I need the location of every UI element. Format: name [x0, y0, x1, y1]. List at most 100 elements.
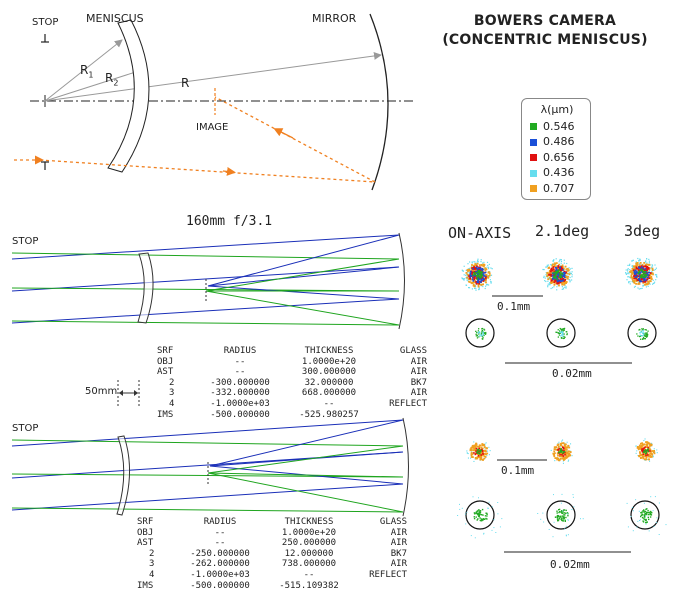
scale-label-lower: 0.1mm — [501, 464, 535, 477]
table-cell: -500.000000 — [210, 409, 270, 420]
table-cell: AIR — [410, 356, 427, 367]
table-cell: AIR — [390, 559, 407, 570]
spot-cluster — [635, 438, 658, 462]
table-cell: -1.0000e+03 — [210, 398, 270, 409]
scale-label-upper: 0.1mm — [497, 300, 531, 313]
table-cell: -1.0000e+03 — [190, 569, 250, 580]
table-cell: -- — [234, 356, 246, 367]
radius-r1-arrow — [44, 39, 123, 102]
spot-cluster — [626, 496, 667, 535]
spot-cluster — [625, 257, 658, 290]
table-cell: 300.000000 — [301, 367, 357, 378]
upper-ray-trace — [11, 232, 405, 330]
r1-label: R1 — [80, 63, 94, 80]
design-label: 160mm f/3.1 — [186, 214, 273, 229]
table-cell: OBJ — [157, 356, 174, 367]
table-cell: BK7 — [410, 377, 427, 388]
legend-swatch — [530, 123, 537, 130]
spot-cluster — [555, 327, 568, 340]
table-cell: 3 — [169, 388, 175, 399]
spot-cluster — [466, 441, 491, 462]
spot-cluster — [550, 439, 573, 464]
legend-swatch — [530, 185, 537, 192]
legend-item: 0.707 — [530, 181, 584, 197]
prescription-table-1: SRF RADIUS THICKNESS GLASS OBJ--1.0000e+… — [157, 346, 427, 420]
table-cell: -300.000000 — [210, 377, 270, 388]
table-row: 3 -262.000000 738.000000 AIR — [137, 559, 407, 570]
table-cell: -- — [214, 527, 226, 538]
table-cell: AIR — [390, 527, 407, 538]
prescription-table-2: SRF RADIUS THICKNESS GLASS OBJ--1.0000e+… — [137, 517, 407, 591]
table-header-row: SRF RADIUS THICKNESS GLASS — [137, 517, 407, 527]
table-cell: 738.000000 — [281, 559, 337, 570]
spot-cluster — [537, 493, 584, 538]
table-cell: 4 — [169, 398, 175, 409]
scale-label-mid: 0.02mm — [552, 367, 592, 380]
title-line-2: (CONCENTRIC MENISCUS) — [442, 32, 648, 48]
legend-item: 0.436 — [530, 165, 584, 181]
legend-swatch — [530, 154, 537, 161]
mirror-label: MIRROR — [312, 12, 357, 25]
lower-meniscus — [116, 435, 130, 516]
table-cell: AIR — [390, 538, 407, 549]
table-cell: 2 — [149, 548, 155, 559]
table-cell: -500.000000 — [190, 580, 250, 591]
table-cell: AST — [137, 538, 154, 549]
legend-label: 0.707 — [543, 181, 575, 195]
col-on-axis: ON-AXIS — [448, 224, 512, 242]
spot-cluster — [457, 496, 503, 539]
spot-diagrams — [457, 257, 667, 553]
table-cell: IMS — [137, 580, 154, 591]
table-row: 4 -1.0000e+03 -- REFLECT — [157, 399, 427, 410]
table-cell: -250.000000 — [190, 548, 250, 559]
spot-cluster — [542, 258, 573, 291]
legend-item: 0.656 — [530, 150, 584, 166]
table-cell: AIR — [410, 367, 427, 378]
table-cell: -- — [323, 398, 335, 409]
table-cell: BK7 — [390, 548, 407, 559]
table-cell: AST — [157, 367, 174, 378]
legend-label: 0.546 — [543, 119, 575, 133]
legend-item: 0.486 — [530, 134, 584, 150]
table-cell: -515.109382 — [279, 580, 339, 591]
upper-meniscus — [137, 252, 154, 324]
offset-label: 50mm — [85, 386, 118, 397]
table-cell: AIR — [410, 388, 427, 399]
col-3deg: 3deg — [624, 222, 661, 240]
upper-mirror — [398, 232, 405, 330]
table-cell: REFLECT — [369, 569, 407, 580]
table-cell: REFLECT — [389, 398, 427, 409]
legend-label: 0.436 — [543, 166, 575, 179]
spot-cluster — [475, 327, 487, 340]
schematic-diagram — [14, 13, 415, 191]
table-cell: -262.000000 — [190, 559, 250, 570]
lower-stop-label: STOP — [12, 423, 39, 434]
legend-label: 0.656 — [543, 150, 575, 164]
table-cell: 250.000000 — [281, 538, 337, 549]
table-cell: -- — [303, 569, 315, 580]
table-cell: 3 — [149, 559, 155, 570]
table-row: IMS -500.000000 -515.109382 — [137, 581, 407, 592]
radius-r2-arrow — [44, 67, 146, 102]
table-row: IMS-500.000000-525.980257 — [157, 410, 427, 421]
r-label: R — [181, 76, 190, 90]
table-cell: OBJ — [137, 527, 154, 538]
offset-arrow — [117, 380, 140, 408]
legend-swatch — [530, 169, 537, 177]
meniscus-label: MENISCUS — [86, 12, 144, 25]
legend-label: 0.486 — [543, 135, 575, 148]
spot-cluster — [461, 258, 493, 291]
table-cell — [355, 581, 407, 592]
scale-label-bottom: 0.02mm — [550, 558, 590, 571]
legend-item: 0.546 — [530, 119, 584, 135]
spot-cluster — [636, 328, 649, 340]
image-label: IMAGE — [196, 122, 229, 133]
table-cell: 32.000000 — [304, 377, 354, 388]
legend-swatch — [530, 138, 537, 146]
table-cell: -525.980257 — [299, 409, 359, 420]
